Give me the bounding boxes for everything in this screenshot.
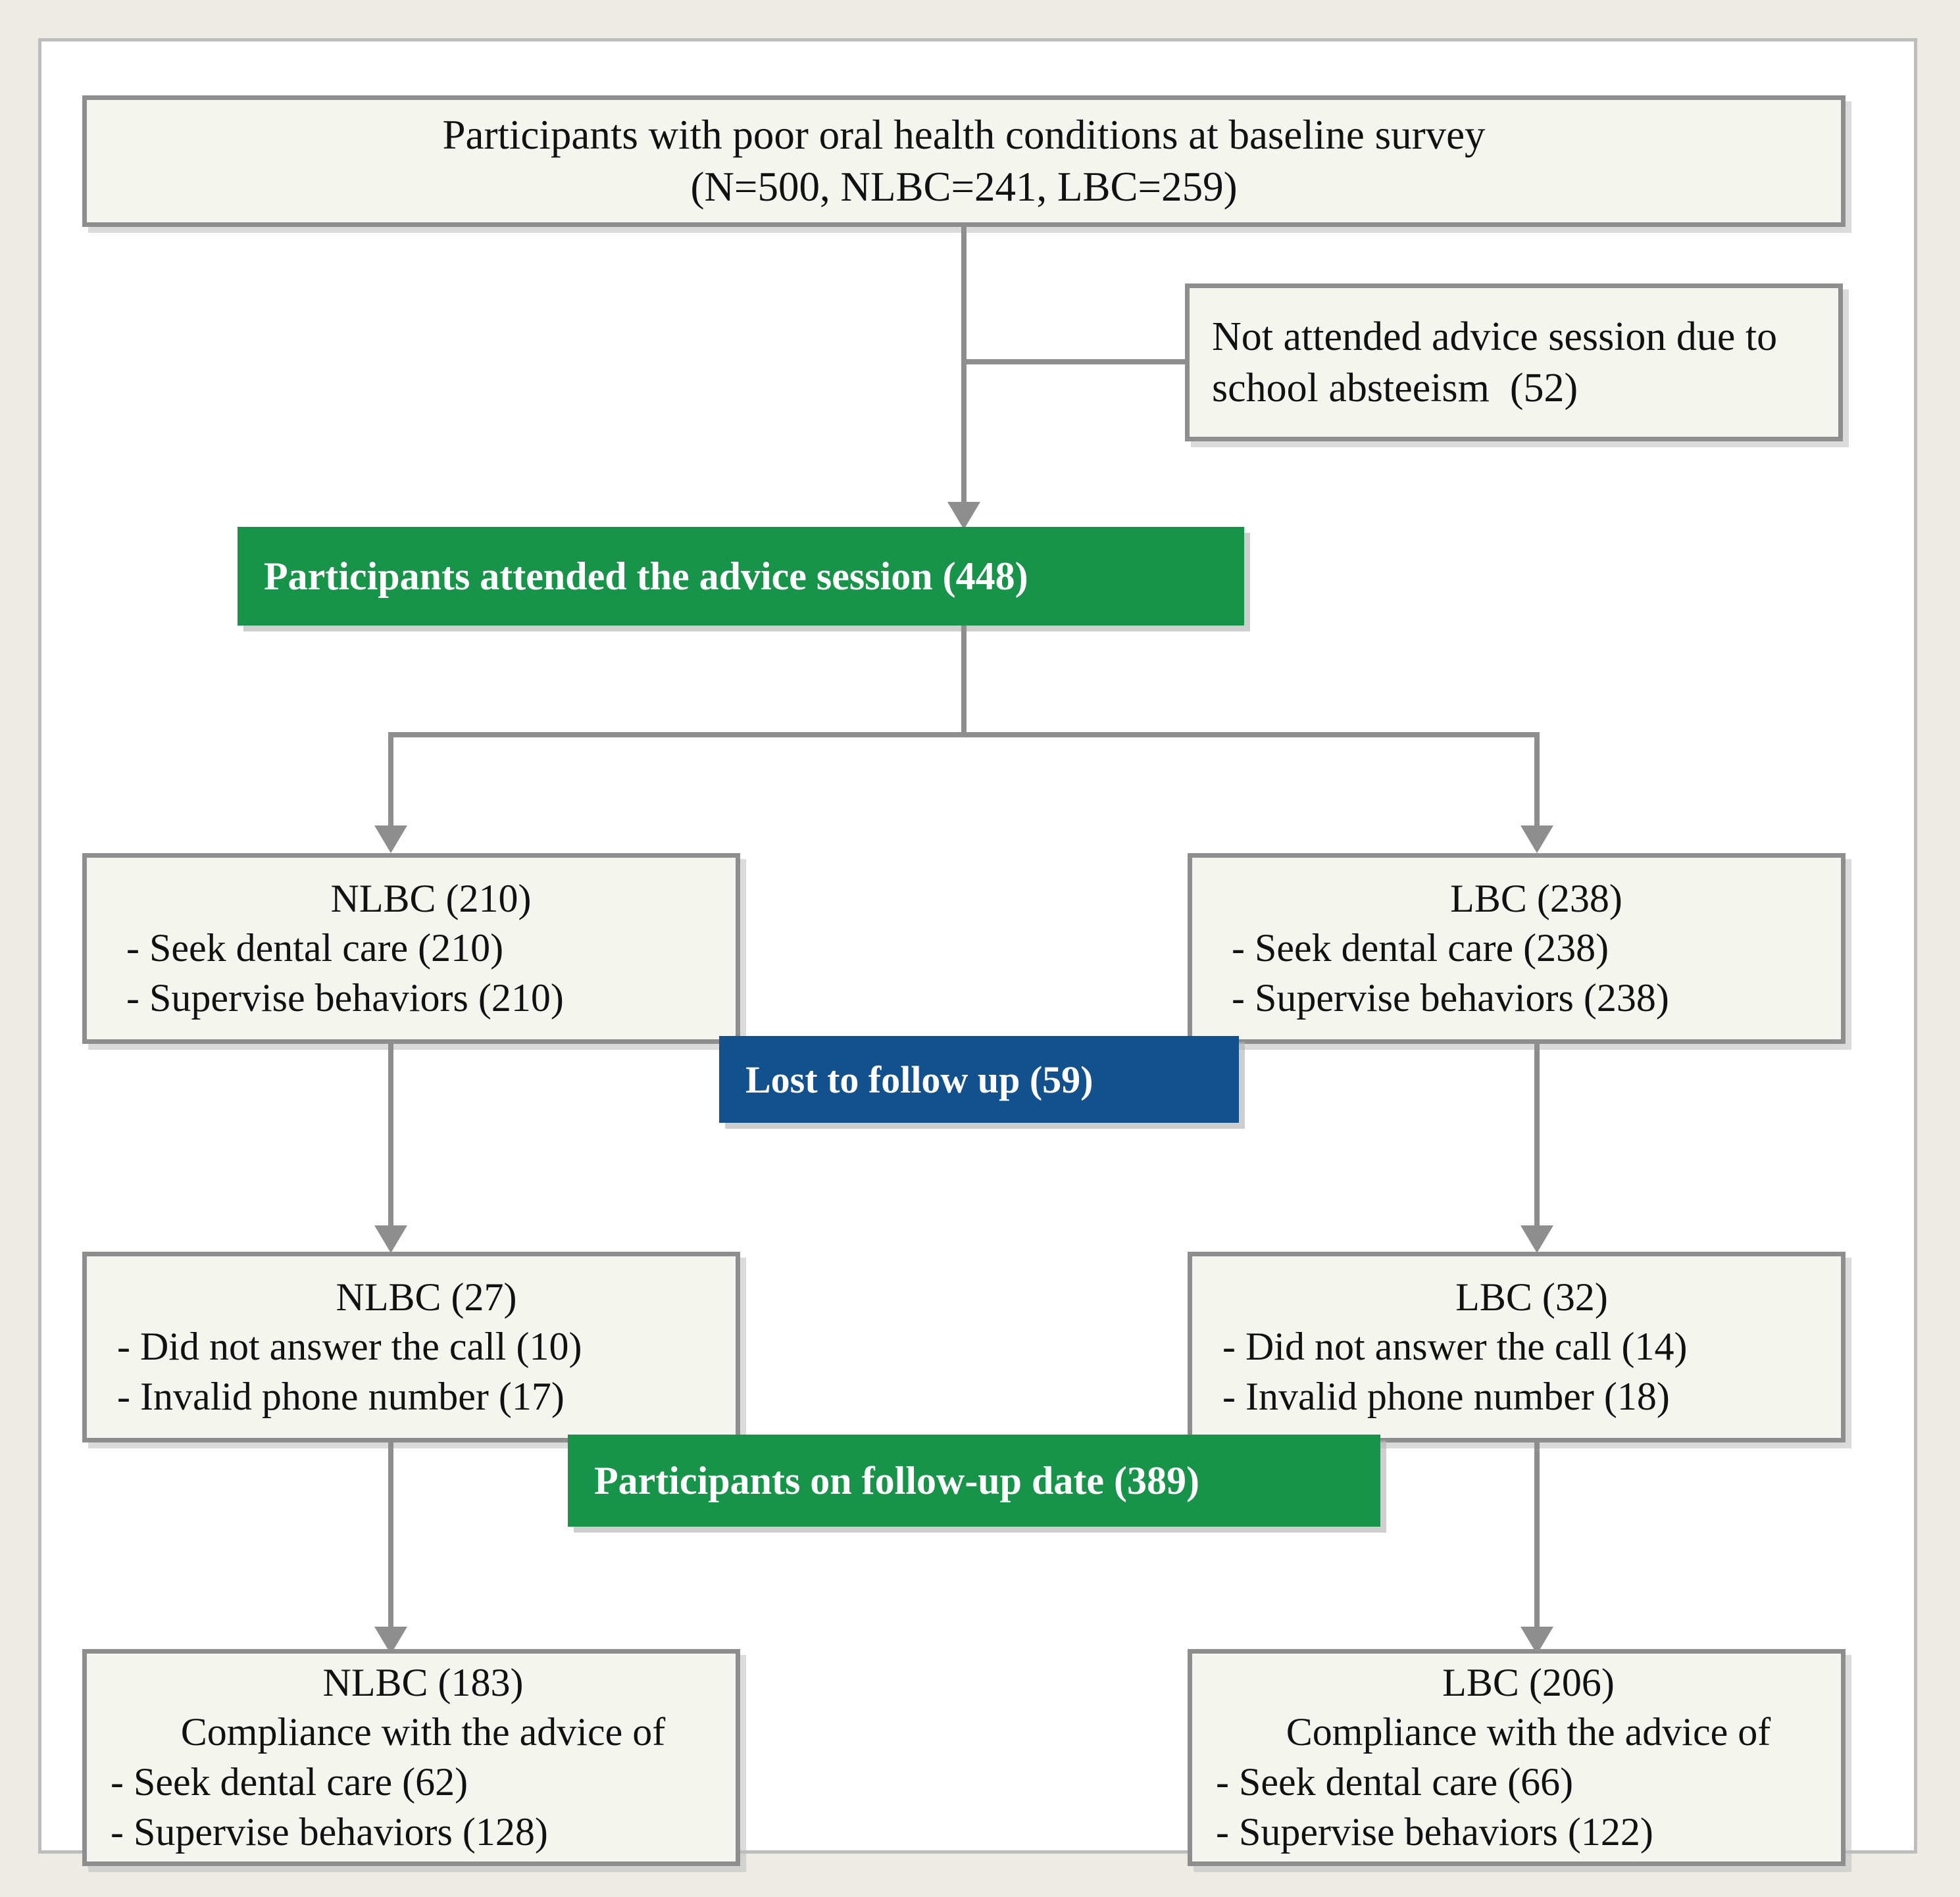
nlbc-final-line-3: - Supervise behaviors (128) [111, 1810, 548, 1854]
lbc-allocated-header: LBC (238) [1450, 876, 1622, 920]
connector-split-right [1534, 732, 1540, 849]
connector-nlbc-to-final [388, 1442, 393, 1640]
lbc-final-line-2: - Seek dental care (66) [1216, 1760, 1574, 1804]
lbc-allocated-line-2: - Supervise behaviors (238) [1232, 975, 1669, 1020]
lbc-final-line-3: - Supervise behaviors (122) [1216, 1810, 1653, 1854]
arrowhead-to-lbc-allocated [1520, 825, 1553, 853]
connector-baseline-to-attended [961, 227, 967, 503]
arrowhead-nlbc-lost [374, 1225, 407, 1253]
connector-split-left [388, 732, 393, 849]
nlbc-final-line-1: Compliance with the advice of [180, 1710, 666, 1754]
lbc-allocated-line-1: - Seek dental care (238) [1232, 926, 1609, 970]
nlbc-lost-line-2: - Invalid phone number (17) [117, 1374, 565, 1418]
banner-participants-follow-up-date: Participants on follow-up date (389) [568, 1435, 1380, 1527]
connector-attended-down [961, 626, 967, 737]
node-excluded: Not attended advice session due to schoo… [1185, 283, 1843, 441]
baseline-line-1: Participants with poor oral health condi… [442, 111, 1486, 158]
arrowhead-to-nlbc-allocated [374, 825, 407, 853]
nlbc-allocated-line-2: - Supervise behaviors (210) [126, 975, 564, 1020]
diagram-frame: Participants with poor oral health condi… [38, 38, 1917, 1866]
banner-attended-advice-session: Participants attended the advice session… [238, 527, 1244, 626]
connector-lbc-to-final [1534, 1442, 1540, 1640]
lbc-lost-header: LBC (32) [1455, 1275, 1608, 1319]
node-lbc-allocated: LBC (238) - Seek dental care (238) - Sup… [1188, 853, 1846, 1044]
nlbc-allocated-line-1: - Seek dental care (210) [126, 926, 504, 970]
arrowhead-to-attended [947, 502, 980, 530]
connector-nlbc-to-lost [388, 1044, 393, 1235]
connector-to-excluded [961, 359, 1185, 364]
node-nlbc-lost: NLBC (27) - Did not answer the call (10)… [82, 1252, 740, 1442]
banner-attended-label: Participants attended the advice session… [264, 554, 1028, 598]
nlbc-lost-header: NLBC (27) [336, 1275, 517, 1319]
nlbc-lost-line-1: - Did not answer the call (10) [117, 1325, 582, 1369]
arrowhead-lbc-lost [1520, 1225, 1553, 1253]
node-lbc-lost: LBC (32) - Did not answer the call (14) … [1188, 1252, 1846, 1442]
banner-followup-label: Participants on follow-up date (389) [594, 1458, 1199, 1502]
banner-lost-to-follow-up: Lost to follow up (59) [719, 1036, 1239, 1123]
nlbc-allocated-header: NLBC (210) [330, 876, 532, 920]
lbc-final-header: LBC (206) [1442, 1660, 1615, 1704]
node-nlbc-allocated: NLBC (210) - Seek dental care (210) - Su… [82, 853, 740, 1044]
lbc-lost-line-2: - Invalid phone number (18) [1222, 1374, 1670, 1418]
connector-lbc-to-lost [1534, 1044, 1540, 1235]
lbc-final-line-1: Compliance with the advice of [1286, 1710, 1771, 1754]
node-lbc-final: LBC (206) Compliance with the advice of … [1188, 1649, 1846, 1866]
lbc-lost-line-1: - Did not answer the call (14) [1222, 1325, 1688, 1369]
nlbc-final-header: NLBC (183) [322, 1660, 524, 1704]
excluded-line-2: school absteeism (52) [1212, 366, 1578, 410]
baseline-line-2: (N=500, NLBC=241, LBC=259) [690, 164, 1238, 210]
connector-split-bar [388, 732, 1540, 737]
node-nlbc-final: NLBC (183) Compliance with the advice of… [82, 1649, 740, 1866]
excluded-line-1: Not attended advice session due to [1212, 314, 1778, 359]
banner-lost-label: Lost to follow up (59) [745, 1058, 1093, 1101]
node-baseline: Participants with poor oral health condi… [82, 95, 1846, 227]
nlbc-final-line-2: - Seek dental care (62) [111, 1760, 468, 1804]
